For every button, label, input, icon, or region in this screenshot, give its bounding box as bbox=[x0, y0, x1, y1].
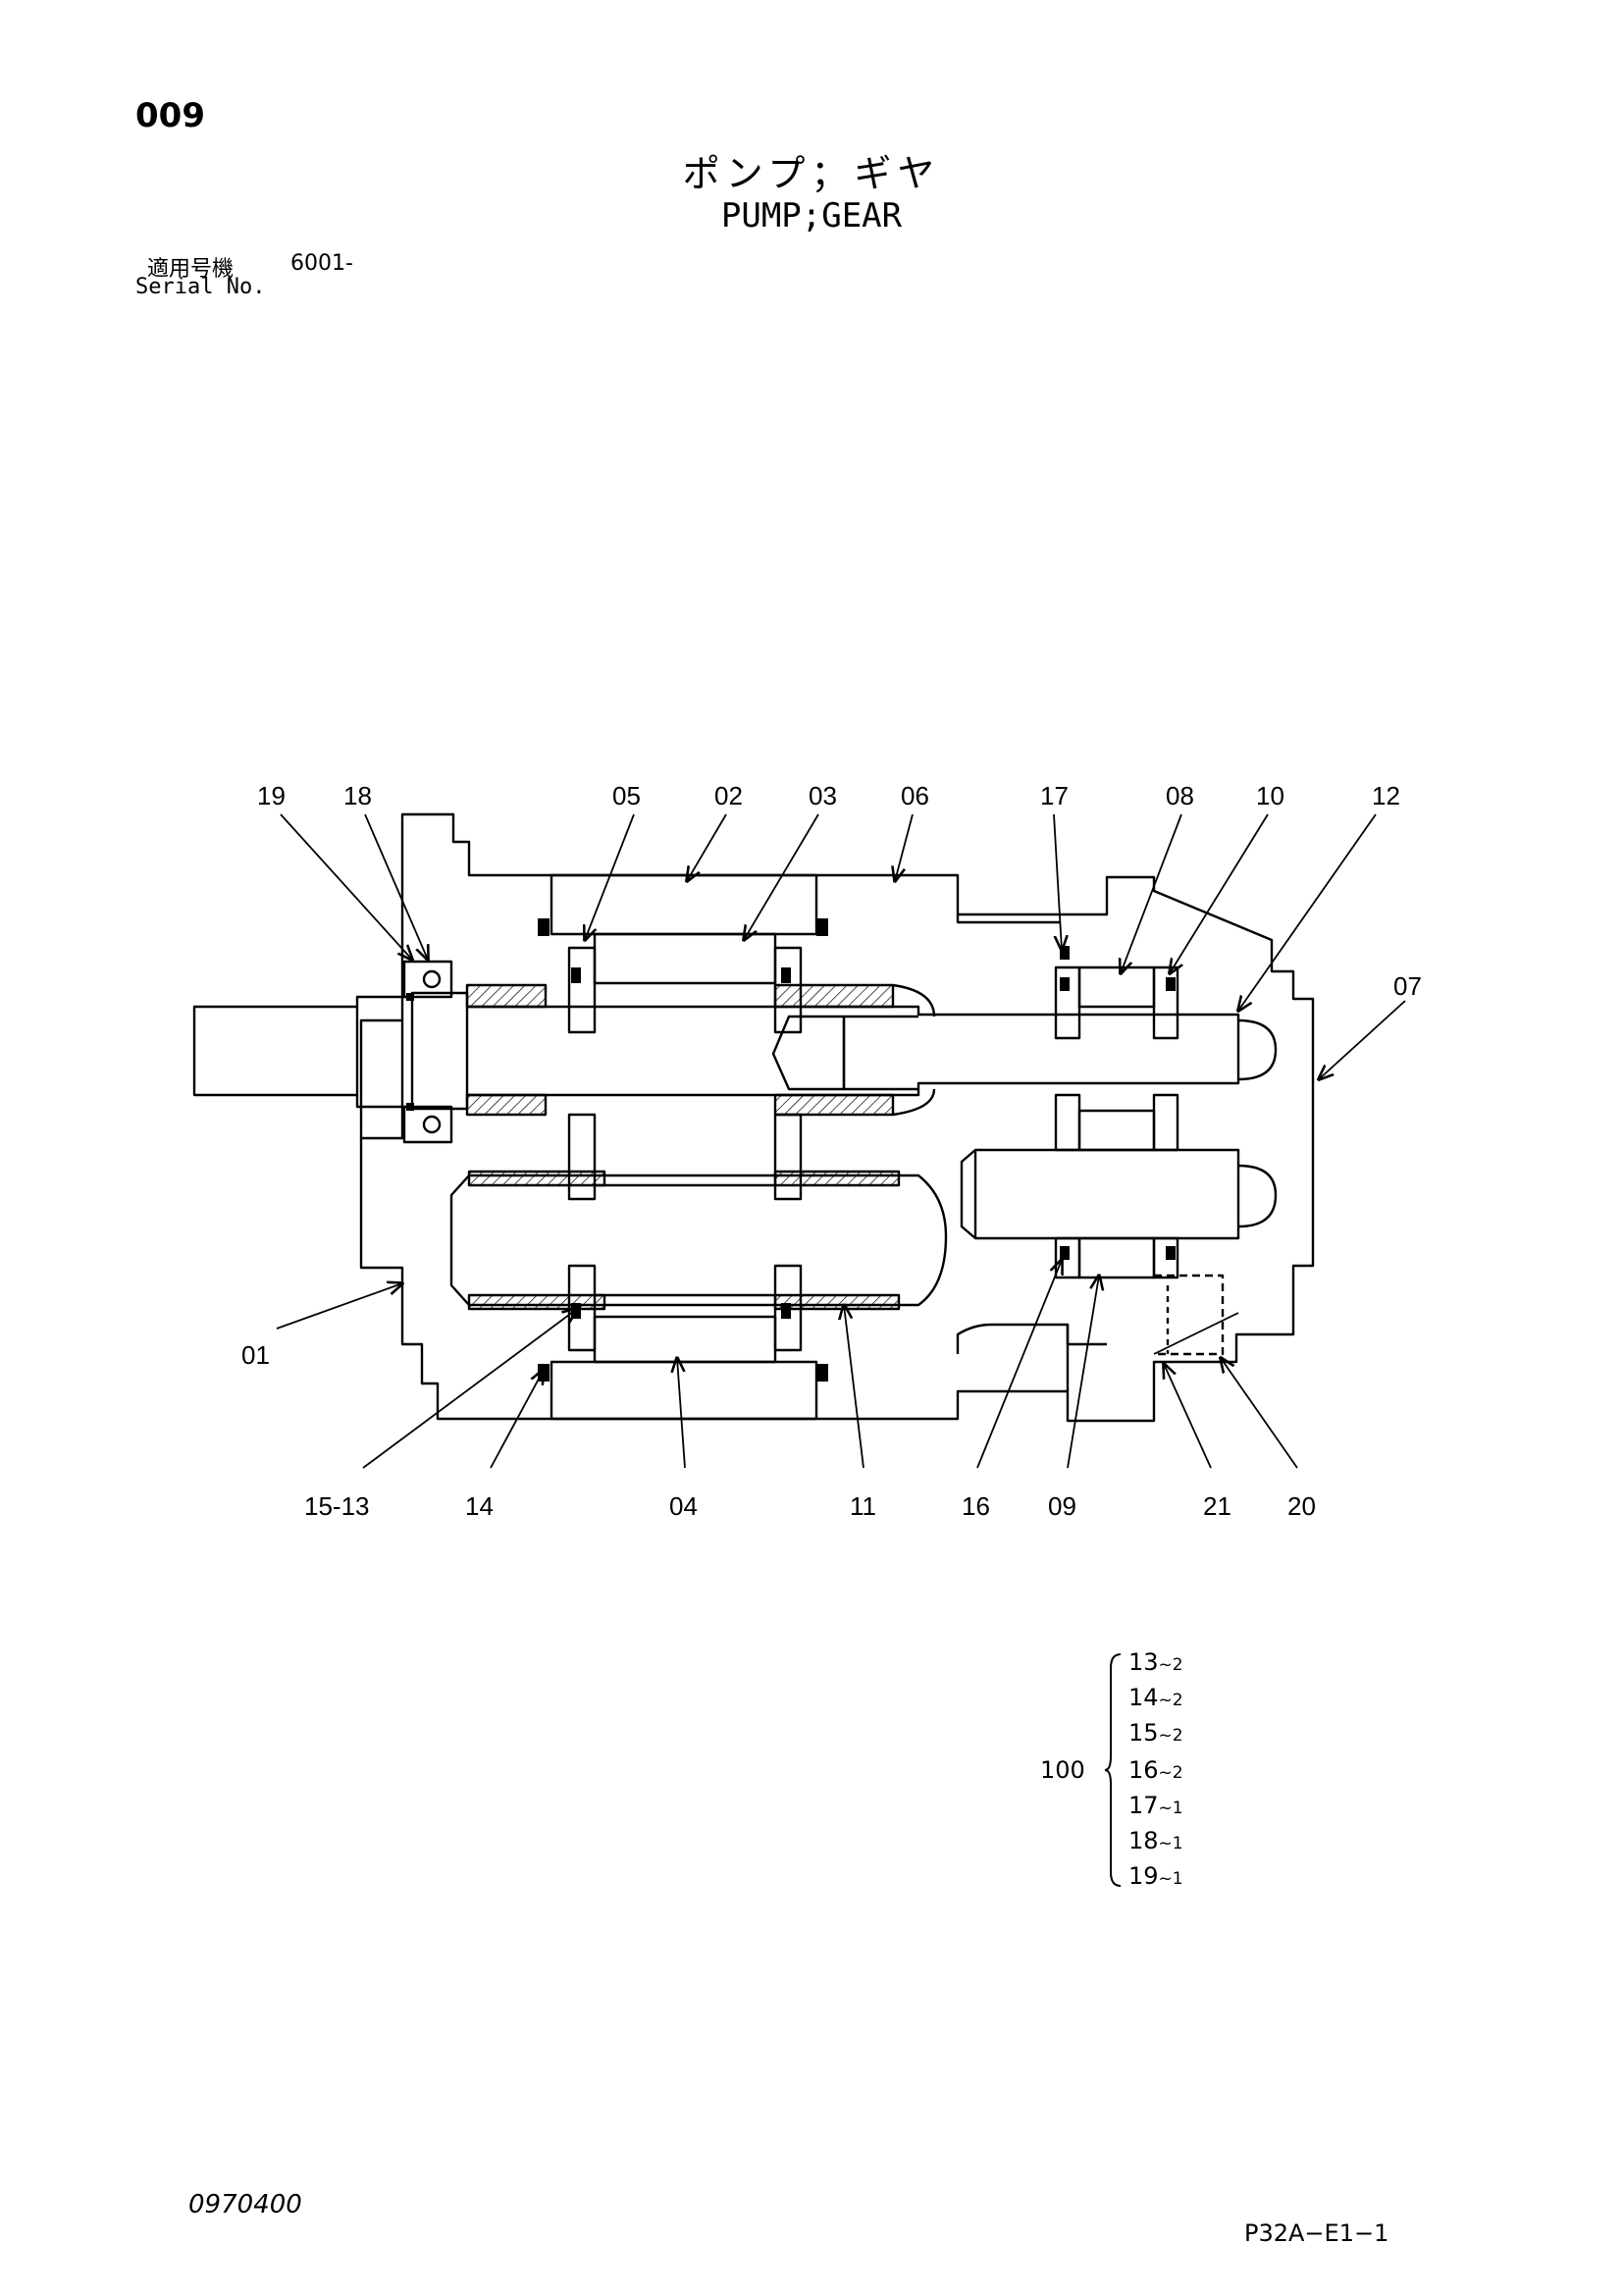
callout-09: 09 bbox=[1048, 1491, 1076, 1521]
callout-21: 21 bbox=[1203, 1491, 1231, 1521]
callout-16: 16 bbox=[962, 1491, 990, 1521]
callout-07: 07 bbox=[1393, 971, 1422, 1001]
serial-value: 6001- bbox=[290, 251, 353, 276]
callout-02: 02 bbox=[714, 781, 743, 810]
o-rings bbox=[406, 918, 1176, 1382]
serial-label-japanese: 適用号機 bbox=[147, 257, 235, 282]
title-japanese: ポンプ；ギヤ bbox=[682, 152, 941, 195]
kit-item: 14~2 bbox=[1128, 1684, 1183, 1711]
callout-19: 19 bbox=[257, 781, 286, 810]
title-english: PUMP;GEAR bbox=[720, 196, 903, 235]
callout-10: 10 bbox=[1256, 781, 1284, 810]
drive-shaft bbox=[192, 991, 1240, 1111]
kit-number: 100 bbox=[1040, 1756, 1085, 1784]
kit-item: 16~2 bbox=[1128, 1756, 1183, 1784]
callout-20: 20 bbox=[1287, 1491, 1316, 1521]
callout-12: 12 bbox=[1372, 781, 1400, 810]
kit-item: 13~2 bbox=[1128, 1648, 1183, 1676]
callout-18: 18 bbox=[343, 781, 372, 810]
callout-11: 11 bbox=[850, 1491, 876, 1521]
callout-08: 08 bbox=[1166, 781, 1194, 810]
brace bbox=[1104, 1653, 1122, 1887]
page-code: P32A−E1−1 bbox=[1244, 2219, 1389, 2247]
kit-item: 18~1 bbox=[1128, 1827, 1183, 1854]
housing-body bbox=[359, 812, 1315, 1423]
cover-plate-bottom bbox=[550, 1360, 818, 1421]
callout-15-13: 15-13 bbox=[304, 1491, 370, 1521]
driven-gear bbox=[449, 1174, 948, 1307]
callout-01: 01 bbox=[241, 1340, 270, 1370]
leader-lines bbox=[276, 813, 1406, 1469]
callout-17: 17 bbox=[1040, 781, 1069, 810]
kit-item: 15~2 bbox=[1128, 1719, 1183, 1747]
callout-03: 03 bbox=[809, 781, 837, 810]
callout-numbers: 19 18 05 02 03 06 17 08 10 12 07 01 15-1… bbox=[241, 781, 1422, 1521]
callout-06: 06 bbox=[901, 781, 929, 810]
page-number: 009 bbox=[135, 96, 205, 135]
callout-05: 05 bbox=[612, 781, 641, 810]
kit-item: 17~1 bbox=[1128, 1792, 1183, 1819]
callout-14: 14 bbox=[465, 1491, 494, 1521]
serial-label-english: Serial No. bbox=[135, 275, 266, 299]
callout-04: 04 bbox=[669, 1491, 698, 1521]
kit-item: 19~1 bbox=[1128, 1862, 1183, 1890]
seal-kit-list: 100 13~2 14~2 15~2 16~2 17~1 18~1 19~1 bbox=[1040, 1648, 1295, 1904]
document-code: 0970400 bbox=[188, 2190, 302, 2219]
